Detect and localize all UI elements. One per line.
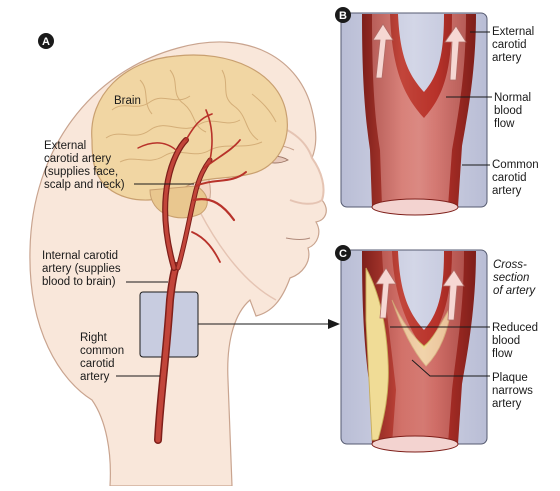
label-internal-carotid-line-3: blood to brain)	[42, 276, 116, 288]
label-b-external-line-3: artery	[492, 52, 522, 64]
label-external-carotid-line-3: (supplies face,	[44, 166, 118, 178]
jaw-line	[199, 211, 277, 301]
label-reduced-blood-flow: Reduced blood flow	[492, 322, 538, 360]
panel-a-badge-text: A	[42, 36, 50, 48]
label-cross-section-line-2: section	[493, 272, 529, 284]
brain-shape	[91, 54, 288, 201]
label-right-common-carotid-artery: Right common carotid artery	[80, 332, 124, 383]
label-cross-section-line-3: of artery	[493, 285, 536, 297]
label-external-carotid-line-1: External	[44, 140, 86, 152]
label-plaque-line-3: artery	[492, 398, 522, 410]
panel-c-artery-opening	[371, 435, 459, 453]
label-reduced-flow-line-3: flow	[492, 348, 513, 360]
label-reduced-flow-line-1: Reduced	[492, 322, 538, 334]
panel-a-badge: A	[38, 33, 54, 49]
panel-c-badge-text: C	[339, 248, 347, 260]
label-internal-carotid-line-1: Internal carotid	[42, 250, 118, 262]
label-plaque-line-1: Plaque	[492, 372, 528, 384]
connector-arrowhead	[328, 319, 340, 329]
label-right-common-line-4: artery	[80, 371, 110, 383]
carotid-artery-tree	[137, 109, 247, 444]
label-external-carotid-artery-b: External carotid artery	[492, 26, 534, 64]
panel-b-badge: B	[335, 7, 351, 23]
label-external-carotid-artery-a: External carotid artery (supplies face, …	[44, 140, 125, 191]
label-right-common-line-1: Right	[80, 332, 108, 344]
face-profile-shading	[261, 119, 325, 205]
label-plaque-narrows-artery: Plaque narrows artery	[492, 372, 533, 410]
label-cross-section: Cross- section of artery	[493, 259, 536, 297]
label-normal-flow-line-2: blood	[494, 105, 522, 117]
panel-c-lumen	[382, 251, 464, 444]
label-internal-carotid-line-2: artery (supplies	[42, 263, 121, 275]
label-brain: Brain	[114, 95, 141, 107]
mouth	[285, 237, 311, 240]
label-b-common-line-1: Common	[492, 159, 539, 171]
panel-c-flow-arrows	[375, 267, 465, 321]
panel-b-lumen	[372, 14, 466, 207]
label-external-carotid-line-4: scalp and neck)	[44, 179, 125, 191]
label-normal-flow-line-1: Normal	[494, 92, 531, 104]
panel-c-badge: C	[335, 245, 351, 261]
panel-b-normal-artery	[340, 12, 488, 216]
leader-plaque	[411, 359, 490, 377]
label-internal-carotid-artery: Internal carotid artery (supplies blood …	[42, 250, 121, 288]
label-b-external-line-1: External	[492, 26, 534, 38]
label-reduced-flow-line-2: blood	[492, 335, 520, 347]
label-external-carotid-line-2: carotid artery	[44, 153, 111, 165]
label-common-carotid-artery-b: Common carotid artery	[492, 159, 539, 197]
panel-c-plaque-artery	[340, 249, 488, 453]
label-normal-flow-line-3: flow	[494, 118, 515, 130]
label-cross-section-line-1: Cross-	[493, 259, 527, 271]
label-normal-blood-flow: Normal blood flow	[494, 92, 531, 130]
panel-b-artery-opening	[371, 198, 459, 216]
label-right-common-line-3: carotid	[80, 358, 115, 370]
panel-a-head-illustration	[29, 41, 340, 487]
label-b-external-line-2: carotid	[492, 39, 527, 51]
label-b-common-line-3: artery	[492, 185, 522, 197]
panel-b-flow-arrows	[372, 23, 467, 81]
panel-b-badge-text: B	[339, 10, 347, 22]
label-b-common-line-2: carotid	[492, 172, 527, 184]
label-right-common-line-2: common	[80, 345, 124, 357]
label-plaque-line-2: narrows	[492, 385, 533, 397]
